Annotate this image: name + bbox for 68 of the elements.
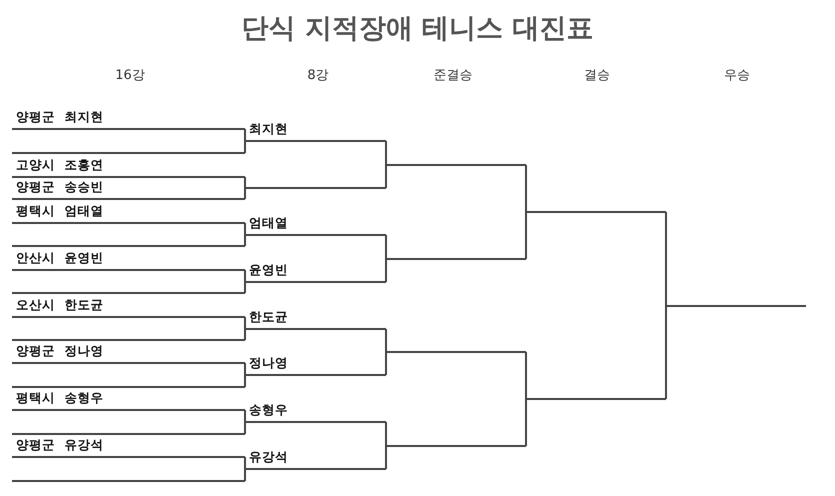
round-label: 준결승	[434, 67, 472, 84]
bracket-slot-line	[245, 356, 386, 376]
bracket-connector	[244, 223, 246, 235]
player-name: 윤영빈	[249, 262, 288, 279]
player-name: 양평군 정나영	[16, 343, 104, 360]
player-name: 엄태열	[249, 215, 288, 232]
bracket-slot-line	[12, 110, 245, 130]
bracket-slot-line	[245, 450, 386, 470]
bracket-connector	[525, 165, 527, 212]
bracket-slot-line	[245, 216, 386, 236]
player-name: 최지현	[249, 121, 288, 138]
bracket-connector	[244, 469, 246, 481]
bracket-slot-line	[12, 344, 245, 364]
bracket-connector	[525, 399, 527, 446]
bracket-connector	[385, 141, 387, 165]
bracket-slot-line	[12, 298, 245, 318]
player-name: 양평군 송승빈	[16, 179, 104, 196]
bracket-connector	[244, 375, 246, 387]
player-name: 양평군 유강석	[16, 437, 104, 454]
player-name: 고양시 조홍연	[16, 157, 104, 174]
player-name: 유강석	[249, 449, 288, 466]
round-label: 결승	[584, 67, 610, 84]
bracket-connector	[244, 422, 246, 434]
player-name: 평택시 송형우	[16, 390, 104, 407]
bracket-slot-line	[12, 251, 245, 271]
bracket-connector	[244, 410, 246, 422]
bracket-connector	[244, 329, 246, 340]
bracket-connector	[525, 212, 527, 259]
bracket-connector	[385, 235, 387, 259]
bracket-connector	[244, 141, 246, 153]
bracket-slot-line	[245, 403, 386, 423]
bracket-connector	[385, 422, 387, 446]
player-name: 평택시 엄태열	[16, 203, 104, 220]
bracket-connector	[385, 165, 387, 188]
bracket-slot-line	[12, 204, 245, 224]
diagram-title: 단식 지적장애 테니스 대진표	[240, 12, 595, 46]
round-label: 16강	[115, 67, 145, 84]
bracket-connector	[244, 317, 246, 329]
bracket-connector	[244, 282, 246, 293]
bracket-connector	[244, 177, 246, 188]
player-name: 정나영	[249, 355, 288, 372]
player-name: 양평군 최지현	[16, 109, 104, 126]
round-label: 8강	[307, 67, 329, 84]
bracket-connector	[244, 457, 246, 469]
player-name: 한도균	[249, 309, 288, 326]
bracket-connector	[385, 259, 387, 282]
bracket-slot-line	[12, 180, 245, 200]
bracket-connector	[385, 446, 387, 469]
bracket-slot-line	[245, 263, 386, 283]
bracket-slot-line	[12, 438, 245, 458]
bracket-connector	[244, 235, 246, 246]
bracket-connector	[525, 352, 527, 399]
bracket-connector	[244, 270, 246, 282]
bracket-connector	[665, 306, 667, 399]
round-label: 우승	[724, 67, 750, 84]
bracket-connector	[385, 352, 387, 375]
bracket-slot-line	[245, 122, 386, 142]
bracket-connector	[244, 188, 246, 199]
player-name: 안산시 윤영빈	[16, 250, 104, 267]
bracket-connector	[244, 129, 246, 141]
bracket-connector	[385, 329, 387, 352]
bracket-connector	[244, 363, 246, 375]
bracket-connector	[665, 212, 667, 306]
bracket-slot-line	[12, 158, 245, 178]
bracket-slot-line	[245, 310, 386, 330]
player-name: 오산시 한도균	[16, 297, 104, 314]
bracket-slot-line	[12, 391, 245, 411]
player-name: 송형우	[249, 402, 288, 419]
